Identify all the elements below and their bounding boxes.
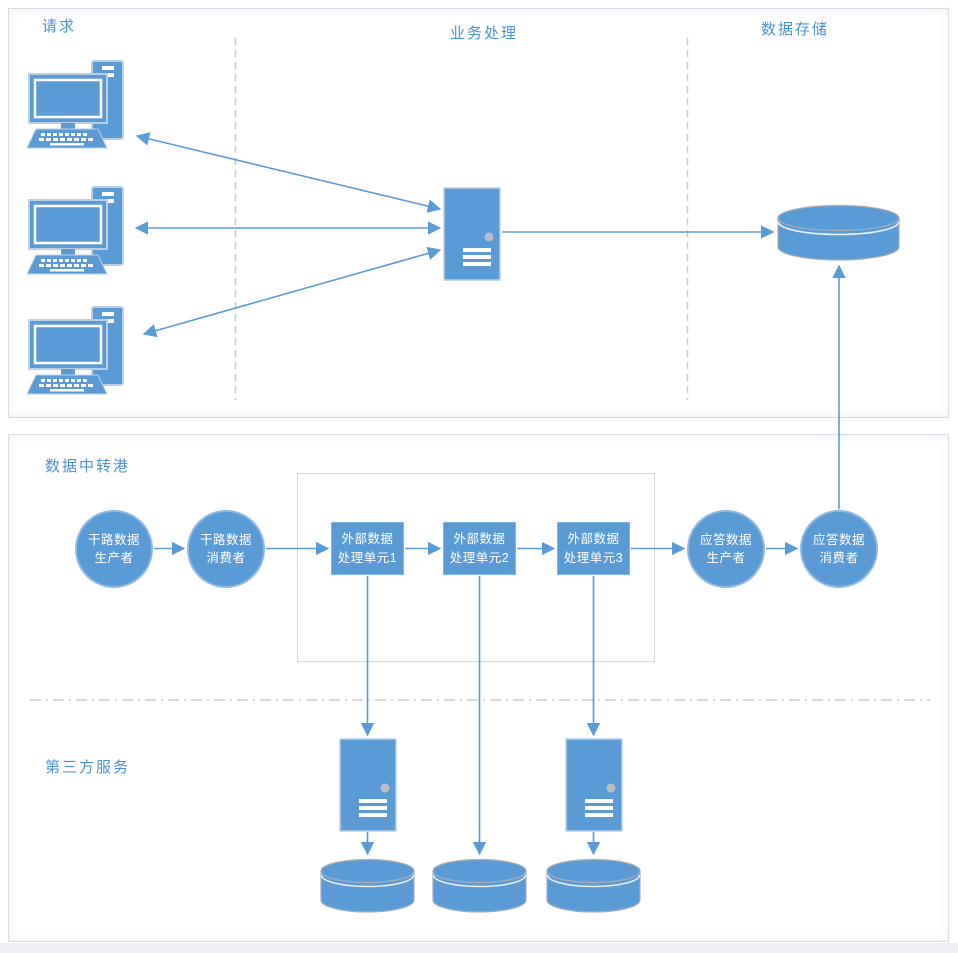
desktop-computer-icon — [26, 60, 124, 149]
node-external-processing-unit2: 外部数据 处理单元2 — [443, 522, 516, 575]
page-bottom-strip — [0, 943, 958, 953]
node-label: 干路数据 消费者 — [199, 532, 252, 565]
node-label: 外部数据 处理单元2 — [449, 532, 510, 565]
database-cylinder-icon — [320, 858, 415, 913]
database-cylinder-icon — [432, 858, 527, 913]
node-reply-data-consumer: 应答数据 消费者 — [800, 510, 878, 588]
database-cylinder-icon — [546, 858, 641, 913]
node-trunk-data-producer: 干路数据 生产者 — [75, 510, 153, 588]
node-trunk-data-consumer: 干路数据 消费者 — [187, 510, 265, 588]
section-label-third-party: 第三方服务 — [45, 759, 131, 776]
section-label-data-hub: 数据中转港 — [45, 458, 131, 475]
server-icon — [443, 187, 501, 281]
node-reply-data-producer: 应答数据 生产者 — [687, 510, 765, 588]
bottom-section-box — [8, 434, 949, 942]
node-label: 外部数据 处理单元3 — [563, 532, 624, 565]
lane-label-storage: 数据存储 — [761, 21, 830, 38]
node-external-processing-unit3: 外部数据 处理单元3 — [557, 522, 630, 575]
node-external-processing-unit1: 外部数据 处理单元1 — [331, 522, 404, 575]
server-icon — [565, 738, 623, 832]
server-icon — [339, 738, 397, 832]
node-label: 应答数据 生产者 — [699, 532, 752, 565]
desktop-computer-icon — [26, 306, 124, 395]
lane-label-request: 请求 — [42, 18, 77, 35]
processing-units-group-box — [297, 473, 655, 662]
node-label: 外部数据 处理单元1 — [337, 532, 398, 565]
database-cylinder-icon — [777, 204, 900, 261]
node-label: 应答数据 消费者 — [812, 532, 865, 565]
lane-label-business: 业务处理 — [450, 25, 519, 42]
desktop-computer-icon — [26, 186, 124, 275]
node-label: 干路数据 生产者 — [87, 532, 140, 565]
